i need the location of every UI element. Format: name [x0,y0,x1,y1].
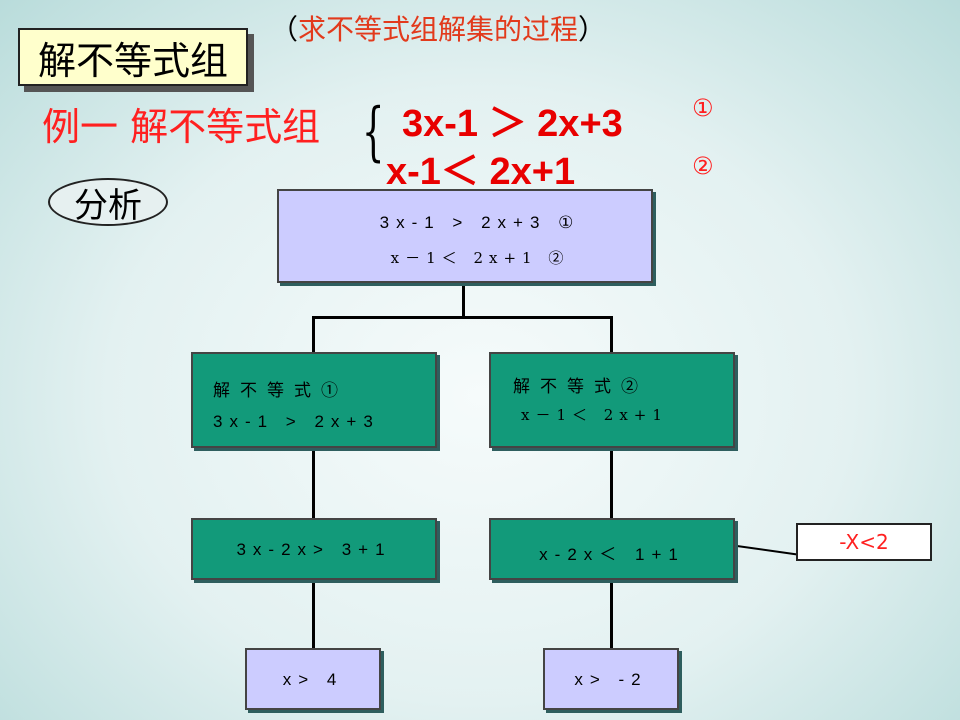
flow-node-result-right: x> -2 [543,648,679,710]
inequality-2: x-1＜ 2x+1 [386,151,576,193]
note-box: -X<2 [796,523,932,561]
inequality-1: 3x-1 ＞ 2x+3 [402,103,623,145]
subtitle-text: 求不等式组解集的过程 [298,13,579,46]
analysis-oval: 分析 [48,178,168,226]
solve-1-inequality: 3x-1 > 2x+3 [213,412,380,431]
connector-note [736,545,797,556]
inequality-mark-2: ② [692,152,714,180]
inequality-mark-1: ① [692,94,714,122]
connector-horizontal [312,316,613,319]
system-brace: { [362,95,385,169]
flow-node-system: 3x-1 > 2x+3 ① x－1＜ 2x+1 ② [277,189,653,283]
connector-left-1 [312,448,315,518]
step-right-text: x-2x＜ 1+1 [539,545,685,564]
solve-1-label: 解不等式① [213,381,348,400]
example-label: 例一 解不等式组 [42,105,321,149]
result-right-text: x> -2 [574,670,648,689]
solve-2-label: 解不等式② [513,377,648,396]
flow-node-step-left: 3x-2x> 3+1 [191,518,437,580]
connector-top-stem [462,283,465,317]
subtitle-paren-close: ） [578,13,607,46]
flow-node-step-right: x-2x＜ 1+1 [489,518,735,580]
flow-node-solve-2: 解不等式② x－1＜ 2x+1 [489,352,735,448]
connector-left-2 [312,580,315,648]
flow-node-solve-1: 解不等式① 3x-1 > 2x+3 [191,352,437,448]
subtitle-paren-open: （ [270,13,299,46]
slide-subtitle: （求不等式组解集的过程） [270,8,606,48]
result-left-text: x> 4 [282,670,344,689]
system-line-1: 3x-1 > 2x+3 ① [379,213,581,232]
slide-title: 解不等式组 [18,28,248,86]
solve-2-inequality: x－1＜ 2x+1 [521,406,668,424]
connector-right-1 [610,448,613,518]
system-line-2: x－1＜ 2x+1 ② [390,249,570,267]
step-left-text: 3x-2x> 3+1 [236,540,392,559]
connector-left-drop [312,316,315,352]
connector-right-drop [610,316,613,352]
flow-node-result-left: x> 4 [245,648,381,710]
connector-right-2 [610,580,613,648]
